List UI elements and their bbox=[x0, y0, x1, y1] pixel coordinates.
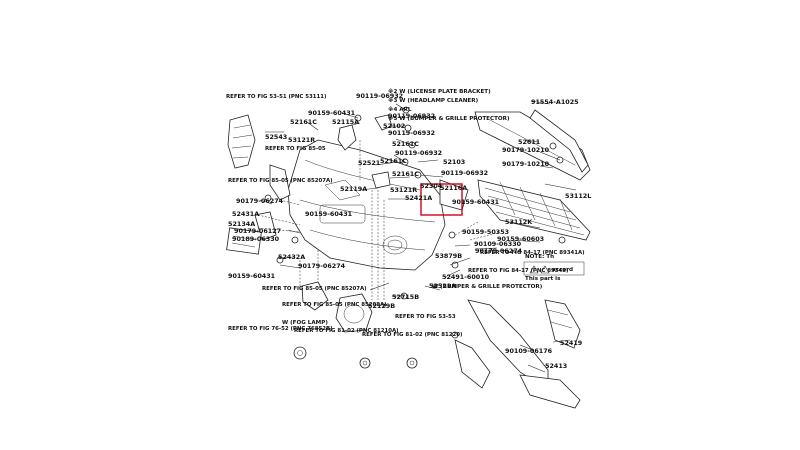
notes: ※2 W (LICENSE PLATE BRACKET) ※3 W (HEADL… bbox=[282, 89, 561, 326]
leader-lines bbox=[259, 100, 577, 373]
fog-lamp-cover-drawing bbox=[301, 281, 373, 333]
part-number-label[interactable]: 90159-50353 bbox=[462, 228, 509, 236]
part-number-label[interactable]: 90179-06274 bbox=[475, 247, 523, 255]
part-number-label[interactable]: 52161C bbox=[380, 157, 407, 165]
warning-labels: accord bbox=[523, 261, 585, 276]
part-number-label[interactable]: 90179-06274 bbox=[298, 262, 346, 270]
part-number-label[interactable]: 52611 bbox=[518, 138, 540, 146]
ref-label[interactable]: REFER TO FIG 53-53 bbox=[395, 314, 456, 320]
part-number-label[interactable]: 52103 bbox=[443, 158, 465, 166]
side-bracket-drawing bbox=[227, 114, 291, 241]
part-number-label[interactable]: 90119-06932 bbox=[395, 149, 442, 157]
bumper-cover-drawing bbox=[287, 139, 446, 271]
ref-label[interactable]: REFER TO FIG 85-05 bbox=[265, 146, 326, 152]
part-number-label[interactable]: 90179-06127 bbox=[234, 227, 281, 235]
note-bumper-protector: ※5 W (BUMPER & GRILLE PROTECTOR) bbox=[388, 116, 510, 122]
part-number-label[interactable]: 52521 bbox=[358, 159, 380, 167]
grille-drawing bbox=[477, 179, 591, 241]
part-number-label[interactable]: 90159-60431 bbox=[452, 198, 499, 206]
part-number-label[interactable]: 90179-10210 bbox=[502, 146, 550, 154]
part-number-label[interactable]: 53121R bbox=[288, 136, 315, 144]
part-number-label[interactable]: 90119-06932 bbox=[441, 169, 488, 177]
part-number-label[interactable]: 52491-60010 bbox=[442, 273, 490, 281]
warning-text: accord bbox=[552, 267, 573, 273]
part-number-label[interactable]: 52543 bbox=[265, 133, 287, 141]
part-number-label[interactable]: 52129B bbox=[368, 302, 395, 310]
part-number-label[interactable]: 90179-10210 bbox=[502, 160, 550, 168]
part-number-label[interactable]: 52116A bbox=[440, 184, 467, 192]
note-bumper-protector-2: W (BUMPER & GRILLE PROTECTOR) bbox=[432, 284, 543, 290]
license-plate-bracket-drawing bbox=[226, 227, 262, 255]
part-number-label[interactable]: 52715B bbox=[392, 293, 419, 301]
part-number-label[interactable]: 53879B bbox=[435, 252, 462, 260]
ref-label[interactable]: REFER TO FIG 85-05 (PNC 85207A) bbox=[228, 178, 333, 184]
part-number-label[interactable]: 52161C bbox=[392, 140, 419, 148]
part-number-label[interactable]: 90179-06274 bbox=[236, 197, 284, 205]
highlight-box bbox=[420, 183, 463, 216]
ref-label[interactable]: REFER TO FIG 85-05 (PNC 85208A) bbox=[282, 302, 387, 308]
part-number-label[interactable]: 52119A bbox=[340, 185, 367, 193]
part-number-label[interactable]: 90159-60431 bbox=[228, 272, 275, 280]
part-number-label[interactable]: 90159-60603 bbox=[497, 235, 544, 243]
part-number-label[interactable]: 52304 bbox=[420, 182, 443, 190]
part-number-label[interactable]: 90119-06932 bbox=[388, 112, 435, 120]
ref-label[interactable]: REFER TO FIG 81-02 (PNC 81220) bbox=[362, 332, 462, 338]
part-number-label[interactable]: 52431A bbox=[232, 210, 259, 218]
ref-label[interactable]: REFER TO FIG 81-02 (PNC 81210A) bbox=[294, 328, 399, 334]
part-number-label[interactable]: 91554-A1025 bbox=[531, 98, 579, 106]
bumper-protector-drawing bbox=[454, 299, 581, 409]
part-number-label[interactable]: 52419 bbox=[560, 339, 583, 347]
part-number-label[interactable]: 53121R bbox=[390, 186, 417, 194]
part-number-label[interactable]: 52102 bbox=[383, 122, 405, 130]
ref-label[interactable]: REFER TO FIG 85-05 (PNC 85207A) bbox=[262, 286, 367, 292]
part-number-label[interactable]: 53112L bbox=[565, 192, 591, 200]
ref-label[interactable]: REFER TO FIG 76-52 (PNC 76852B) bbox=[228, 326, 333, 332]
part-number-label[interactable]: 90109-06176 bbox=[505, 347, 553, 355]
part-number-label[interactable]: 52421A bbox=[405, 194, 432, 202]
part-number-label[interactable]: 53112K bbox=[505, 218, 533, 226]
part-number-label[interactable]: 52134A bbox=[228, 220, 255, 228]
part-number-label[interactable]: 52115A bbox=[332, 118, 359, 126]
part-number-label[interactable]: 52161C bbox=[392, 170, 419, 178]
ref-label[interactable]: REFER TO FIG 84-17 (PNC 89341A) bbox=[480, 250, 585, 256]
note-text-1: NOTE: Th bbox=[525, 254, 554, 260]
part-number-label[interactable]: 52413 bbox=[545, 362, 567, 370]
part-number-labels: 91554-A1025 52611 90179-10210 90179-1021… bbox=[228, 92, 591, 370]
note-text-2: This part is bbox=[525, 276, 561, 282]
part-number-label[interactable]: 90189-06330 bbox=[232, 235, 280, 243]
part-number-label[interactable]: 90159-60431 bbox=[305, 210, 352, 218]
part-number-label[interactable]: 90109-06330 bbox=[474, 240, 522, 248]
note-fog-lamp: W (FOG LAMP) bbox=[282, 320, 328, 326]
part-number-label[interactable]: 90119-06932 bbox=[356, 92, 403, 100]
note-headlamp-cleaner: ※3 W (HEADLAMP CLEANER) bbox=[388, 98, 479, 104]
reference-labels: REFER TO FIG 53-51 (PNC 53111) REFER TO … bbox=[226, 94, 585, 338]
note-arl: ※4 ARL bbox=[388, 107, 412, 113]
note-license-plate: ※2 W (LICENSE PLATE BRACKET) bbox=[388, 89, 491, 95]
part-number-label[interactable]: 52521A bbox=[429, 282, 456, 290]
ref-label[interactable]: REFER TO FIG 53-51 (PNC 53111) bbox=[226, 94, 326, 100]
ref-label[interactable]: REFER TO FIG 84-17 (PNC 89348) bbox=[468, 268, 568, 274]
part-number-label[interactable]: 52432A bbox=[278, 253, 305, 261]
part-number-label[interactable]: 52161C bbox=[290, 118, 317, 126]
part-number-label[interactable]: 90159-60431 bbox=[308, 109, 355, 117]
part-number-label[interactable]: 90119-06932 bbox=[388, 129, 435, 137]
